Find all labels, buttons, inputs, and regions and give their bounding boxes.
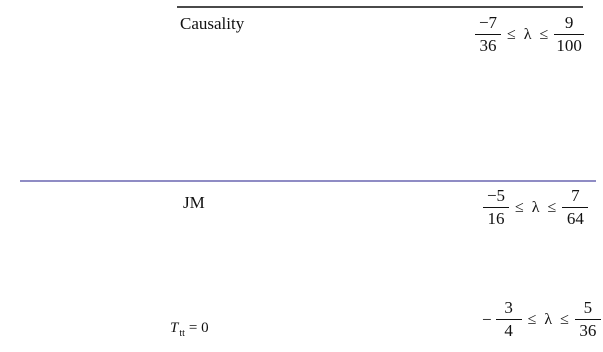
tensor-subscript: tt	[179, 328, 185, 339]
fraction-numerator: 9	[564, 13, 574, 32]
leq-symbol: ≤	[539, 25, 549, 43]
leq-symbol: ≤	[527, 310, 537, 328]
fraction-numerator: 3	[504, 298, 513, 317]
upper-bound-fraction: 5 36	[574, 298, 601, 340]
leq-symbol: ≤	[560, 310, 569, 328]
fraction-denominator: 100	[554, 34, 584, 55]
fraction-denominator: 36	[475, 34, 501, 55]
fraction-denominator: 4	[495, 319, 522, 340]
lower-bound-fraction: −5 16	[483, 187, 509, 228]
lambda-symbol: λ	[544, 310, 553, 328]
row-label-jm: JM	[183, 193, 205, 212]
upper-bound-fraction: 9 100	[554, 14, 584, 55]
lambda-symbol: λ	[523, 25, 532, 43]
leq-symbol: ≤	[507, 25, 516, 43]
table-separator-rule	[20, 180, 596, 182]
fraction-denominator: 36	[574, 319, 601, 340]
upper-bound-fraction: 7 64	[562, 186, 589, 228]
inequality-ttt-zero: − 3 4 ≤ λ ≤ 5 36	[482, 299, 603, 340]
minus-sign: −	[482, 309, 492, 329]
lambda-symbol: λ	[531, 198, 540, 216]
fraction-numerator: −5	[486, 186, 506, 205]
equals-zero: = 0	[188, 320, 209, 336]
lower-bound-fraction: −7 36	[475, 14, 501, 55]
fraction-numerator: 7	[571, 186, 580, 205]
table-top-rule	[177, 6, 583, 8]
tensor-symbol: T	[170, 320, 179, 336]
leq-symbol: ≤	[515, 198, 524, 216]
row-label-causality: Causality	[180, 14, 245, 33]
lower-bound-fraction: 3 4	[495, 298, 522, 340]
inequality-causality: −7 36 ≤ λ ≤ 9 100	[473, 14, 586, 55]
row-label-ttt-zero: Ttt= 0	[170, 318, 209, 340]
leq-symbol: ≤	[547, 198, 557, 216]
inequality-jm: −5 16 ≤ λ ≤ 7 64	[481, 187, 590, 228]
fraction-numerator: 5	[583, 298, 593, 317]
fraction-numerator: −7	[478, 13, 498, 32]
fraction-denominator: 64	[562, 207, 589, 228]
fraction-denominator: 16	[483, 207, 509, 228]
